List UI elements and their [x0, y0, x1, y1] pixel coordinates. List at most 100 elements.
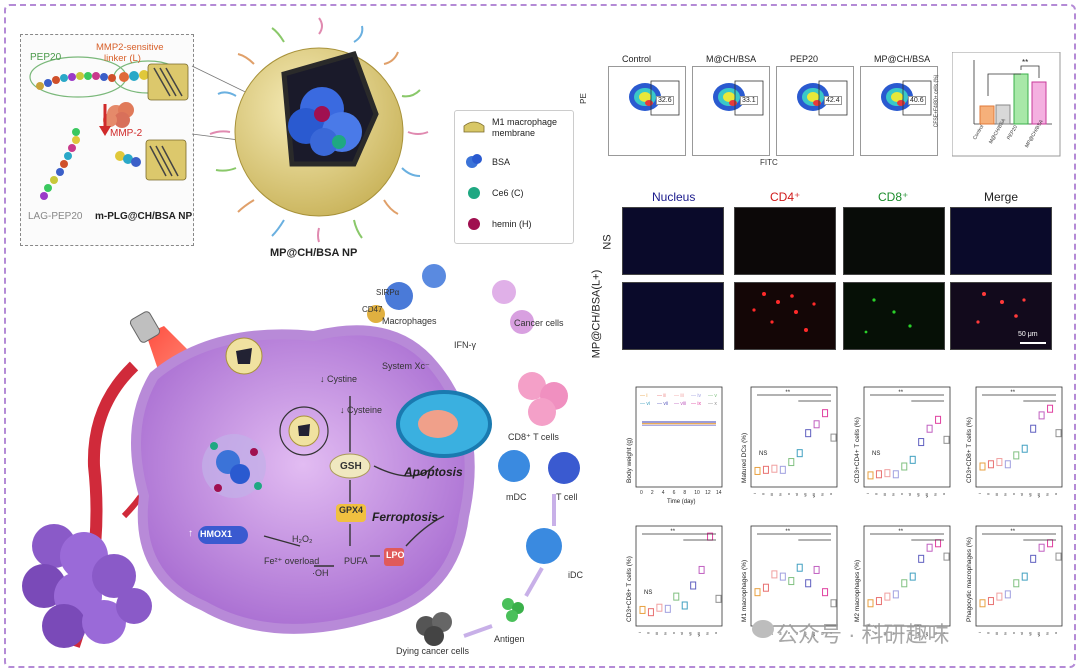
- group-box-9: [1055, 429, 1062, 438]
- group-box-1: [762, 465, 769, 474]
- x-tick-x: x: [713, 632, 718, 634]
- x-tick-14: 14: [716, 490, 722, 496]
- group-box-0: [867, 599, 874, 608]
- tumor-cluster: [22, 524, 152, 648]
- x-tick-vii: vii: [1028, 493, 1033, 497]
- bar-control: [979, 105, 995, 125]
- chart-ylabel: Matured DCs (%): [741, 433, 748, 483]
- x-tick-iii: iii: [994, 632, 999, 635]
- x-tick-viii: viii: [811, 632, 816, 637]
- micro-col-2: CD8⁺: [878, 190, 909, 204]
- flow-plot-2: [776, 66, 854, 156]
- group-box-2: [656, 603, 663, 612]
- x-tick-ix: ix: [820, 493, 825, 496]
- group-box-0: [979, 599, 986, 608]
- apoptosis-label: Apoptosis: [404, 465, 463, 479]
- x-tick-i: i: [977, 493, 982, 494]
- group-box-0: [639, 605, 646, 614]
- cysteine-label: ↓ Cysteine: [340, 405, 383, 415]
- legend-label-0a: M1 macrophage: [492, 117, 558, 127]
- legend-label-3: hemin (H): [492, 219, 532, 229]
- group-box-0: [754, 588, 761, 597]
- x-tick-iii: iii: [882, 493, 887, 496]
- x-tick-x: x: [828, 493, 833, 495]
- group-box-3: [1004, 590, 1011, 599]
- np-debris: [202, 434, 266, 498]
- t-cell-label: T cell: [556, 492, 578, 502]
- group-box-2: [996, 592, 1003, 601]
- x-tick-x: x: [941, 493, 946, 495]
- linker-label-1: MMP2-sensitive: [96, 42, 164, 53]
- x-tick-vii: vii: [688, 632, 693, 636]
- np-name-label: m-PLG@CH/BSA NP: [95, 211, 193, 222]
- group-box-1: [987, 460, 994, 469]
- fe-overload-label: Fe²⁺ overload: [264, 556, 320, 566]
- mechanism-illustration: [22, 264, 580, 648]
- micro-col-3: Merge: [984, 190, 1019, 204]
- x-tick-ix: ix: [933, 632, 938, 635]
- x-tick-v: v: [899, 632, 904, 634]
- group-box-2: [884, 469, 891, 478]
- group-box-7: [926, 543, 933, 552]
- group-box-0: [754, 466, 761, 475]
- group-box-7: [926, 424, 933, 433]
- group-box-6: [805, 579, 812, 588]
- legend-entry-i: — i: [640, 393, 648, 399]
- significance-bracket: [642, 533, 716, 541]
- chart-frame: [863, 525, 951, 627]
- flow-bar-chart: [952, 52, 1061, 157]
- significance-label: **: [898, 390, 903, 396]
- group-box-4: [901, 579, 908, 588]
- group-box-5: [909, 455, 916, 464]
- x-tick-viii: viii: [811, 493, 816, 498]
- x-tick-x: x: [941, 632, 946, 634]
- hmox1-label: HMOX1: [200, 529, 233, 539]
- x-tick-ii: ii: [985, 493, 990, 495]
- chart-frame: [975, 386, 1063, 488]
- mmp2-enzyme: [103, 102, 134, 128]
- group-box-6: [918, 438, 925, 447]
- significance-label: **: [898, 529, 903, 535]
- flow-title-2: PEP20: [790, 54, 819, 64]
- x-tick-iv: iv: [890, 632, 895, 635]
- mmp2-label: MMP-2: [110, 128, 143, 139]
- group-box-3: [779, 465, 786, 474]
- oh-label: ·OH: [312, 568, 329, 578]
- x-tick-iii: iii: [994, 493, 999, 496]
- antigen-label: Antigen: [494, 634, 525, 644]
- flow-value-2: 42.4: [824, 96, 842, 105]
- flow-x-axis: FITC: [760, 158, 778, 167]
- x-tick-ix: ix: [1045, 493, 1050, 496]
- group-box-3: [892, 590, 899, 599]
- pufa-label: PUFA: [344, 556, 368, 566]
- micro-col-0: Nucleus: [652, 190, 696, 204]
- group-box-8: [822, 588, 829, 597]
- legend-entry-vii: — vii: [657, 401, 668, 407]
- chart-ylabel: M1 macrophages (%): [741, 560, 748, 622]
- group-box-5: [1021, 572, 1028, 581]
- x-tick-viii: viii: [924, 632, 929, 637]
- micro-ns-cd4: [734, 207, 836, 275]
- flow-plot-0: [608, 66, 686, 156]
- significance-bracket: [757, 394, 831, 402]
- x-tick-vi: vi: [907, 493, 912, 496]
- group-box-3: [892, 470, 899, 479]
- system-xc-label: System Xc⁻: [382, 361, 430, 371]
- bsa-icon: [466, 154, 482, 168]
- x-tick-v: v: [786, 493, 791, 495]
- x-tick-vi: vi: [907, 632, 912, 635]
- group-box-6: [918, 554, 925, 563]
- pep20-label: PEP20: [30, 52, 62, 63]
- group-box-2: [884, 592, 891, 601]
- group-box-5: [681, 601, 688, 610]
- sirpa-label: SIRPα: [376, 288, 400, 297]
- flow-bar-sig: **: [1022, 58, 1029, 67]
- hemin-icon: [468, 218, 480, 230]
- legend-entry-ii: — ii: [657, 393, 666, 399]
- ns-annotation: NS: [872, 451, 880, 457]
- group-box-4: [673, 592, 680, 601]
- micro-ns-cd8: [843, 207, 945, 275]
- group-box-5: [909, 572, 916, 581]
